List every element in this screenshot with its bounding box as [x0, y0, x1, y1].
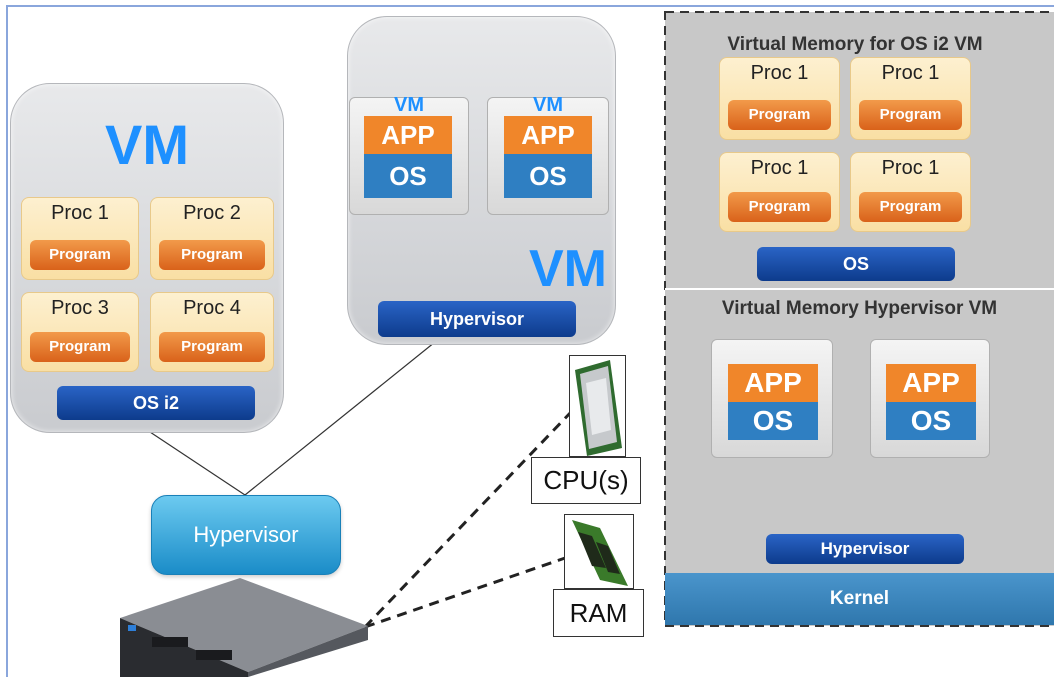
proc-label: Proc 1 [881, 62, 940, 84]
guest-vm-label: VM [533, 94, 563, 116]
guest-app-block: APP [504, 116, 592, 154]
guest-app-block: APP [364, 116, 452, 154]
guest-app-block: APP [728, 364, 818, 402]
kernel-bar: Kernel [665, 573, 1054, 625]
program-button: Program [159, 332, 265, 362]
middle-hypervisor-bar: Hypervisor [378, 301, 576, 337]
vm-proc-3: Proc 1 Program [719, 152, 840, 232]
left-vm-title: VM [105, 113, 189, 176]
right-hypervisor-bar: Hypervisor [766, 534, 964, 564]
left-proc-1: Proc 1 Program [21, 197, 139, 280]
program-button: Program [728, 192, 831, 222]
program-button: Program [30, 240, 130, 270]
vm-proc-1: Proc 1 Program [719, 57, 840, 140]
hyp-guest-1: APP OS [711, 339, 833, 458]
hypervisor-node: Hypervisor [151, 495, 341, 575]
left-os-bar: OS i2 [57, 386, 255, 420]
left-proc-3: Proc 3 Program [21, 292, 139, 372]
guest-os-block: OS [728, 402, 818, 440]
proc-label: Proc 3 [51, 297, 109, 319]
proc-label: Proc 1 [881, 157, 940, 179]
program-button: Program [859, 192, 962, 222]
hyp-guest-2: APP OS [870, 339, 990, 458]
guest-os-block: OS [886, 402, 976, 440]
program-button: Program [859, 100, 962, 130]
left-proc-4: Proc 4 Program [150, 292, 274, 372]
proc-label: Proc 1 [51, 202, 109, 224]
vm-proc-2: Proc 1 Program [850, 57, 971, 140]
proc-label: Proc 1 [750, 157, 809, 179]
ram-label: RAM [553, 589, 644, 637]
program-button: Program [159, 240, 265, 270]
program-button: Program [728, 100, 831, 130]
frame-left-border [6, 5, 8, 677]
guest-vm-label: VM [394, 94, 424, 116]
cpu-label: CPU(s) [531, 457, 641, 504]
frame-top-border [6, 5, 1054, 7]
proc-label: Proc 1 [750, 62, 809, 84]
top-panel-title: Virtual Memory for OS i2 VM [727, 34, 983, 55]
guest-os-block: OS [504, 154, 592, 198]
middle-guest-1: VM APP OS [349, 94, 469, 215]
guest-app-block: APP [886, 364, 976, 402]
middle-vm-title: VM [529, 240, 607, 298]
proc-label: Proc 4 [183, 297, 241, 319]
middle-guest-2: VM APP OS [487, 94, 609, 215]
proc-label: Proc 2 [183, 202, 241, 224]
left-proc-2: Proc 2 Program [150, 197, 274, 280]
program-button: Program [30, 332, 130, 362]
guest-os-block: OS [364, 154, 452, 198]
vm-proc-4: Proc 1 Program [850, 152, 971, 232]
bottom-panel-title: Virtual Memory Hypervisor VM [721, 298, 998, 319]
right-os-bar: OS [757, 247, 955, 281]
